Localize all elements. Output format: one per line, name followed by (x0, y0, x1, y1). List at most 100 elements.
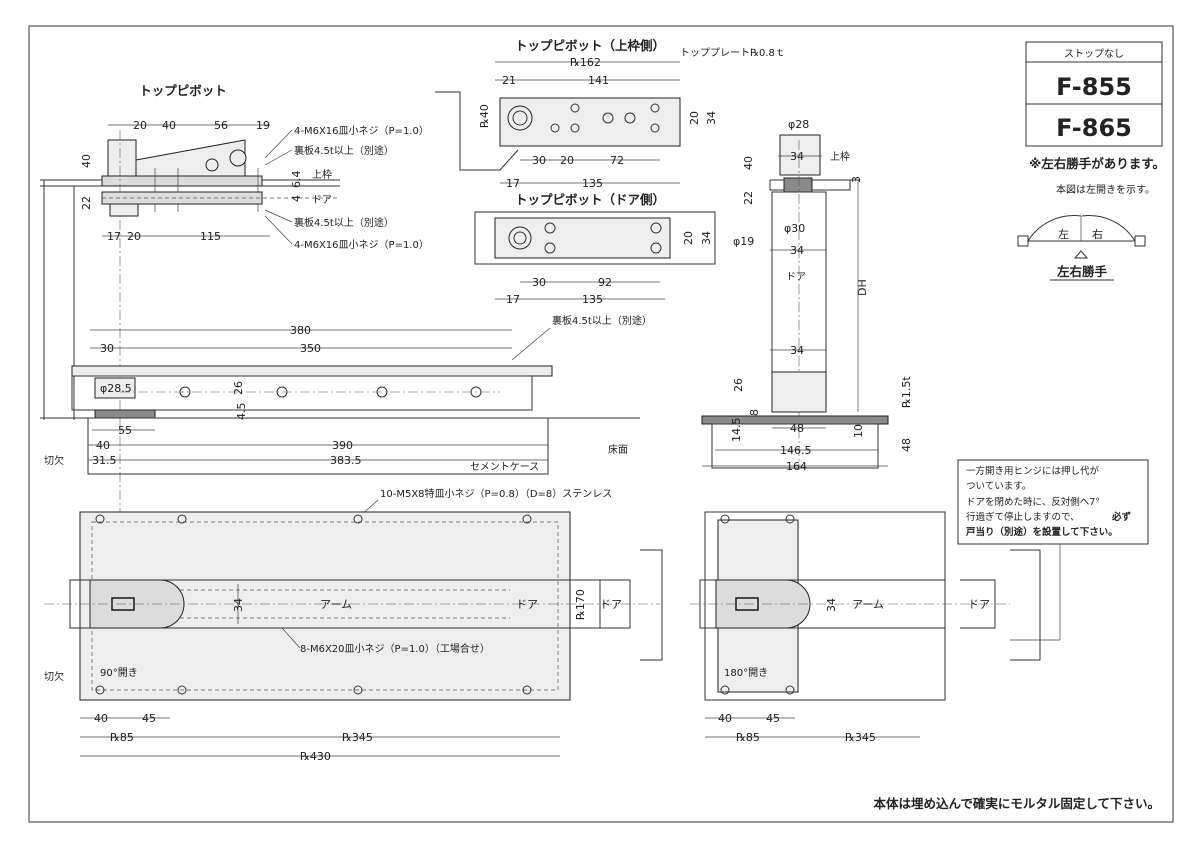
label-notch-1: 切欠 (44, 454, 64, 467)
dim: 34 (790, 344, 804, 357)
top-pivot-frame-title: トップピボット（上枠側） (515, 38, 665, 53)
dim: ℞345 (342, 731, 373, 744)
dim: 20 (127, 230, 141, 243)
dim: 92 (598, 276, 612, 289)
callout-screw-a: 4-M6X16皿小ネジ（P=1.0） (294, 125, 429, 137)
label-door-side: ドア (786, 272, 806, 283)
dim: 22 (80, 196, 93, 210)
side-note-line4: 行過ぎて停止しますので、 (966, 511, 1080, 523)
dim: 6.4 (290, 171, 303, 189)
dim: 20 (688, 111, 701, 125)
dim: ℞85 (736, 731, 760, 744)
side-note-box: 一方開き用ヒンジには押し代が ついています。 ドアを閉めた時に、反対側へ7° 行… (957, 459, 1149, 641)
dim: 141 (588, 74, 609, 87)
label-door: ドア (312, 195, 332, 206)
callout-screw-m6x20: 8-M6X20皿小ネジ（P=1.0）（工場合せ） (300, 642, 490, 655)
dim: ℞40 (478, 104, 491, 128)
dim: 135 (582, 177, 603, 190)
footer-note: 本体は埋め込んで確実にモルタル固定して下さい。 (873, 796, 1160, 811)
dim: 40 (718, 712, 732, 725)
plan-view-180: 34 アーム ドア 180°開き 40 45 ℞85 ℞345 (690, 511, 1041, 744)
dim: 10 (852, 424, 865, 438)
dim: 40 (80, 154, 93, 168)
dim: 4.5 (235, 403, 248, 421)
dim: 48 (900, 438, 913, 452)
dim: ℞430 (300, 750, 331, 763)
label-door-c: ドア (968, 598, 990, 611)
label-floor: 床面 (608, 443, 628, 456)
callout-screw-b: 4-M6X16皿小ネジ（P=1.0） (294, 239, 429, 251)
label-door-a: ドア (516, 598, 538, 611)
label-notch-2: 切欠 (44, 670, 64, 683)
dim: 22 (742, 191, 755, 205)
dim: 40 (94, 712, 108, 725)
model-box: ストップなし F-855 F-865 (1025, 41, 1163, 147)
label-open-180: 180°開き (724, 667, 768, 679)
dim: 146.5 (780, 444, 812, 457)
dim: 164 (786, 460, 807, 473)
dim: 17 (107, 230, 121, 243)
label-left: 左 (1058, 228, 1069, 241)
side-note-emphasis: 必ず (1111, 511, 1132, 523)
dim: 19 (256, 119, 270, 132)
dim: φ28 (788, 118, 809, 131)
dim: 4 (290, 195, 303, 202)
top-pivot-door-view: トップピボット（ドア側） 20 34 30 92 17 135 (474, 192, 716, 306)
front-view: 380 30 350 裏板4.5t以上（別途） φ28.5 26 4.5 55 … (40, 314, 652, 475)
dim: 45 (142, 712, 156, 725)
dim: 34 (232, 598, 245, 612)
dim: 3 (850, 176, 863, 183)
model-box-header: ストップなし (1064, 48, 1124, 60)
dim: 31.5 (92, 454, 117, 467)
label-door-b: ドア (600, 598, 622, 611)
dim: 20 (682, 231, 695, 245)
dim: 34 (790, 150, 804, 163)
dim: 21 (502, 74, 516, 87)
side-note-line5: 戸当り（別途）を設置して下さい。 (966, 526, 1118, 538)
dim: 45 (766, 712, 780, 725)
dim: 17 (506, 293, 520, 306)
dim: 40 (96, 439, 110, 452)
top-pivot-frame-view: トップピボット（上枠側） ℞162 21 141 トッププレート℞0.8ｔ ℞4… (435, 38, 785, 190)
side-note-line2: ついています。 (966, 481, 1031, 492)
dim: ℞170 (574, 589, 587, 620)
hand-note-line2: 本図は左開きを示す。 (1056, 183, 1155, 196)
dim: φ30 (784, 222, 805, 235)
dim: φ28.5 (100, 382, 132, 395)
side-section-view: φ28 34 上枠 40 22 3 φ30 φ19 34 ドア DH 34 26… (701, 118, 913, 473)
dim: 380 (290, 324, 311, 337)
dim: 135 (582, 293, 603, 306)
dim: 34 (705, 111, 718, 125)
hand-note: ※左右勝手があります。 本図は左開きを示す。 左 右 左右勝手 (1017, 156, 1165, 281)
hand-note-line1: ※左右勝手があります。 (1029, 156, 1165, 171)
callout-backplate-c: 裏板4.5t以上（別途） (552, 314, 652, 327)
label-frame: 上枠 (312, 168, 332, 181)
dim: 34 (790, 244, 804, 257)
dim: ℞162 (570, 56, 601, 69)
dim: 30 (100, 342, 114, 355)
dim: ℞345 (845, 731, 876, 744)
dim: 30 (532, 154, 546, 167)
label-cement-case: セメントケース (470, 461, 539, 473)
plan-view-90: 10-M5X8特皿小ネジ（P=0.8）（D=8）ステンレス 34 アーム ドア … (44, 488, 663, 763)
dim: 55 (118, 424, 132, 437)
dim: φ19 (733, 235, 754, 248)
callout-backplate-a: 裏板4.5t以上（別途） (294, 144, 394, 157)
dim: 8 (748, 409, 761, 416)
dim: 72 (610, 154, 624, 167)
dim: 48 (790, 422, 804, 435)
label-dh: DH (856, 279, 869, 296)
label-right: 右 (1092, 227, 1103, 241)
dim: 34 (825, 598, 838, 612)
top-pivot-door-title: トップピボット（ドア側） (515, 192, 665, 207)
label-frame-2: 上枠 (830, 150, 850, 163)
top-pivot-title: トップピボット (139, 83, 227, 98)
dim: 350 (300, 342, 321, 355)
sheet-border (28, 25, 1174, 823)
label-arm-2: アーム (852, 598, 884, 611)
dim: 383.5 (330, 454, 362, 467)
dim: 115 (200, 230, 221, 243)
dim: 40 (742, 156, 755, 170)
